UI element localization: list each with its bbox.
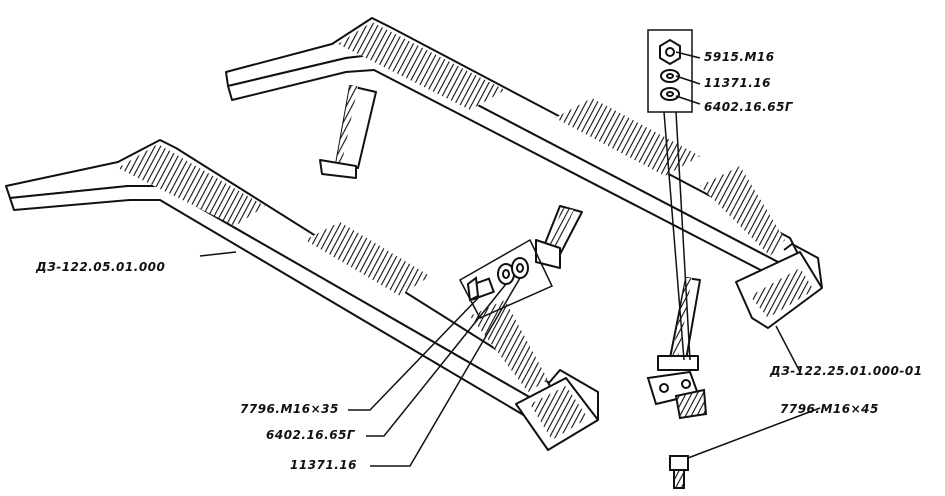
label-nut: 5915.М16: [704, 50, 775, 64]
label-long-beam: ДЗ-122.05.01.000: [36, 260, 166, 274]
leader-lines: [199, 51, 821, 467]
lower-step-beam: [5, 139, 599, 451]
label-spring-washer-mid: 6402.16.65Г: [266, 428, 356, 442]
label-washer-mid: 11371.16: [290, 458, 358, 472]
upper-step-beam: [225, 17, 823, 371]
label-bolt-35: 7796.М16×35: [240, 402, 339, 416]
label-washer-top: 11371.16: [704, 76, 772, 90]
top-fastener-group: [647, 29, 693, 361]
label-bolt-45: 7796.М16×45: [780, 402, 879, 416]
bolt-45-icon: [669, 455, 689, 489]
label-short-beam: ДЗ-122.25.01.000-01: [770, 364, 923, 378]
bolt-35-icon: [466, 276, 496, 302]
bottom-bracket: [646, 370, 708, 420]
label-spring-washer-top: 6402.16.65Г: [704, 100, 794, 114]
mid-fastener-group: [458, 238, 554, 319]
upper-beam-left-strut: [335, 85, 377, 169]
mid-outline-frame: [458, 238, 554, 319]
top-outline-frame: [647, 29, 693, 113]
